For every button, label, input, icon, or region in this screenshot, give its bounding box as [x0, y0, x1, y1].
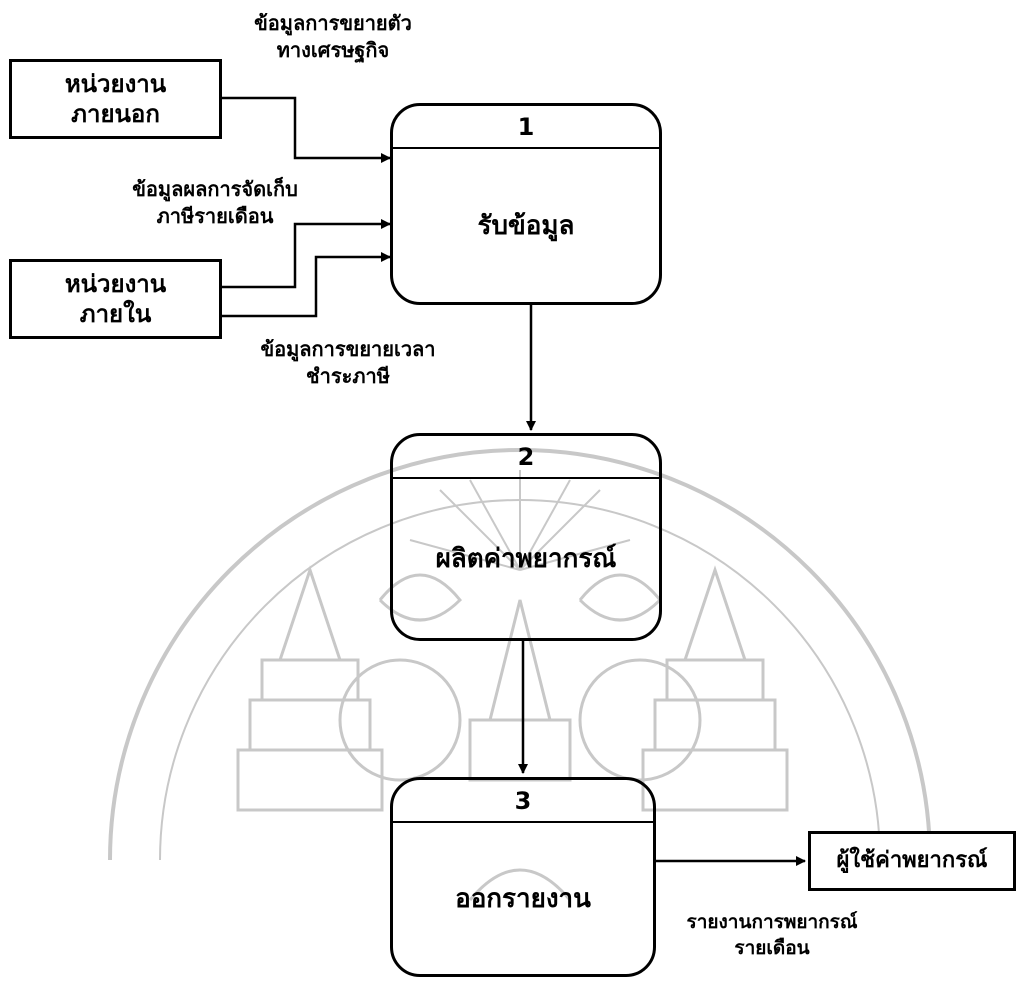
process-3-name: ออกรายงาน	[455, 884, 591, 914]
flow-economic-expansion-line	[221, 96, 391, 163]
flow-monthly-tax-collection-line	[221, 219, 391, 289]
flow-economic-expansion-label: ข้อมูลการขยายตัว ทางเศรษฐกิจ	[254, 11, 412, 62]
external-agency-entity: หน่วยงาน ภายนอก	[9, 59, 222, 139]
internal-agency-line2: ภายใน	[79, 300, 152, 328]
flow-monthly-tax-collection-label: ข้อมูลผลการจัดเก็บ ภาษีรายเดือน	[132, 177, 298, 228]
process-1-number: 1	[393, 106, 659, 149]
flow-tax-payment-extension-line	[221, 252, 391, 318]
forecast-user-label: ผู้ใช้ค่าพยากรณ์	[836, 848, 988, 874]
process-2: 2 ผลิตค่าพยากรณ์	[390, 433, 662, 641]
internal-agency-line1: หน่วยงาน	[64, 270, 167, 298]
process-1-name: รับข้อมูล	[477, 211, 575, 241]
process-2-name: ผลิตค่าพยากรณ์	[435, 544, 617, 574]
flow-monthly-forecast-report-label: รายงานการพยากรณ์ รายเดือน	[686, 911, 858, 959]
external-agency-line1: หน่วยงาน	[64, 70, 167, 98]
forecast-user-entity: ผู้ใช้ค่าพยากรณ์	[808, 831, 1016, 891]
external-agency-line2: ภายนอก	[71, 100, 160, 128]
internal-agency-entity: หน่วยงาน ภายใน	[9, 259, 222, 339]
flow-tax-payment-extension-label: ข้อมูลการขยายเวลา ชำระภาษี	[260, 337, 436, 388]
process-2-number: 2	[393, 436, 659, 479]
process-3: 3 ออกรายงาน	[390, 777, 656, 977]
process-1: 1 รับข้อมูล	[390, 103, 662, 305]
process-3-number: 3	[393, 780, 653, 823]
